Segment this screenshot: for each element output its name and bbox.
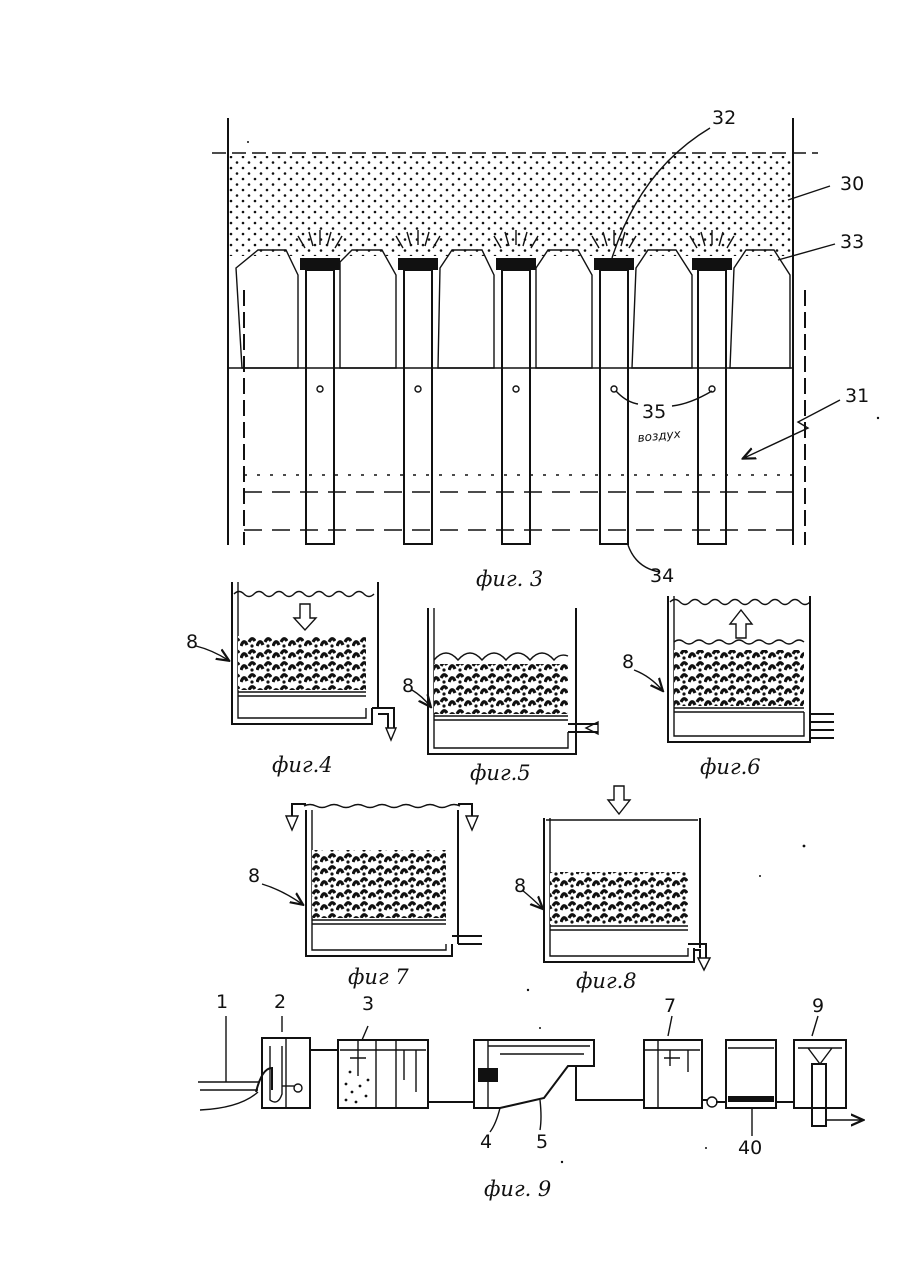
up-arrow <box>730 610 752 638</box>
caption-fig9: фиг. 9 <box>484 1177 551 1201</box>
down-arrow <box>294 604 316 630</box>
figure-6: 8 фиг.6 <box>622 596 834 779</box>
fig8-tank-label: 8 <box>514 875 526 897</box>
caption-fig7: фиг 7 <box>348 965 409 989</box>
fig7-tank-label: 8 <box>248 865 260 887</box>
label-9: 9 <box>812 995 824 1017</box>
caption-fig3: фиг. 3 <box>476 567 543 591</box>
figure-4: 8 фиг.4 <box>186 582 396 777</box>
label-31: 31 <box>845 385 869 407</box>
fig5-tank-label: 8 <box>402 675 414 697</box>
label-30: 30 <box>840 173 864 195</box>
caption-fig6: фиг.6 <box>700 755 761 779</box>
label-7: 7 <box>664 995 676 1017</box>
label-32: 32 <box>712 107 736 129</box>
caption-fig4: фиг.4 <box>272 753 333 777</box>
inflow-arrow <box>608 786 630 814</box>
label-1: 1 <box>216 991 228 1013</box>
figure-5: 8 фиг.5 <box>402 608 598 785</box>
caption-fig8: фиг.8 <box>576 969 637 993</box>
label-2: 2 <box>274 991 286 1013</box>
nozzle-pipes-34 <box>300 258 732 544</box>
label-34: 34 <box>650 565 674 587</box>
figure-7: 8 фиг 7 <box>248 804 482 989</box>
label-3: 3 <box>362 993 374 1015</box>
caption-fig5: фиг.5 <box>470 761 531 785</box>
label-33: 33 <box>840 231 864 253</box>
figure-9: 1 2 3 4 5 7 40 9 фиг. 9 <box>198 991 862 1201</box>
figure-8: 8 фиг.8 <box>514 786 710 993</box>
fig4-tank-label: 8 <box>186 631 198 653</box>
note-air: воздух <box>637 426 682 445</box>
label-35: 35 <box>642 401 666 423</box>
figure-3: 32 30 33 31 35 воздух 34 фиг. 3 <box>212 107 869 591</box>
label-5: 5 <box>536 1131 548 1153</box>
fig6-tank-label: 8 <box>622 651 634 673</box>
filter-medium-30 <box>229 156 792 256</box>
label-40: 40 <box>738 1137 762 1159</box>
label-4: 4 <box>480 1131 492 1153</box>
